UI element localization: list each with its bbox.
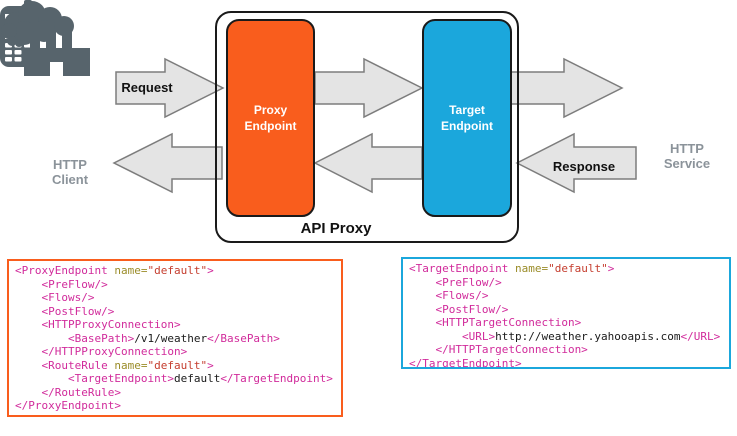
- target-endpoint-xml-code: <TargetEndpoint name="default"> <PreFlow…: [401, 257, 731, 369]
- target-endpoint-label-line2: Endpoint: [441, 119, 493, 133]
- api-proxy-label: API Proxy: [300, 220, 372, 237]
- request-arrow-label: Request: [121, 80, 173, 95]
- api-proxy-container: [215, 11, 519, 243]
- target-endpoint-box: Target Endpoint: [422, 19, 512, 217]
- code-line: </HTTPTargetConnection>: [409, 343, 588, 356]
- code-line: </RouteRule>: [15, 385, 121, 399]
- code-line: <PostFlow/>: [15, 304, 115, 318]
- proxy-endpoint-label-line1: Proxy: [253, 103, 288, 117]
- code-line: <HTTPTargetConnection>: [409, 316, 582, 329]
- code-line: <Flows/>: [15, 291, 95, 304]
- factory-smoke-cloud-icon: [1, 1, 90, 76]
- code-line: <RouteRule name="default">: [15, 358, 214, 372]
- http-service-caption: HTTP Service: [647, 141, 727, 171]
- service-to-target-response-arrow: [515, 132, 637, 194]
- code-line: </TargetEndpoint>: [409, 356, 522, 369]
- code-line: <BasePath>/v1/weather</BasePath>: [15, 331, 280, 345]
- code-line: <TargetEndpoint>default</TargetEndpoint>: [15, 372, 333, 385]
- code-line: <PreFlow/>: [409, 275, 502, 289]
- code-line: <PostFlow/>: [409, 302, 509, 316]
- http-service-caption-line1: HTTP: [670, 141, 704, 156]
- target-to-proxy-arrow: [313, 132, 423, 194]
- proxy-to-target-arrow: [314, 57, 424, 119]
- code-line: <ProxyEndpoint name="default">: [15, 264, 214, 277]
- http-client-caption-line2: Client: [51, 172, 89, 187]
- http-client-caption-line1: HTTP: [53, 157, 87, 172]
- code-line: <PreFlow/>: [15, 277, 108, 291]
- http-service-caption-line2: Service: [663, 156, 711, 171]
- code-line: </HTTPProxyConnection>: [15, 345, 188, 358]
- code-line: </ProxyEndpoint>: [15, 399, 121, 412]
- proxy-endpoint-box: Proxy Endpoint: [226, 19, 315, 217]
- response-arrow-label: Response: [552, 159, 616, 174]
- code-line: <Flows/>: [409, 289, 489, 302]
- target-endpoint-label-line1: Target: [449, 103, 485, 117]
- proxy-endpoint-xml-code: <ProxyEndpoint name="default"> <PreFlow/…: [7, 259, 343, 417]
- code-line: <HTTPProxyConnection>: [15, 318, 181, 331]
- code-line: <TargetEndpoint name="default">: [409, 262, 615, 275]
- target-to-service-arrow: [510, 57, 624, 119]
- proxy-endpoint-label-line2: Endpoint: [244, 119, 297, 133]
- request-arrow: [115, 57, 225, 119]
- proxy-to-client-arrow: [112, 132, 223, 194]
- code-line: <URL>http://weather.yahooapis.com</URL>: [409, 329, 721, 343]
- http-client-caption: HTTP Client: [30, 157, 110, 187]
